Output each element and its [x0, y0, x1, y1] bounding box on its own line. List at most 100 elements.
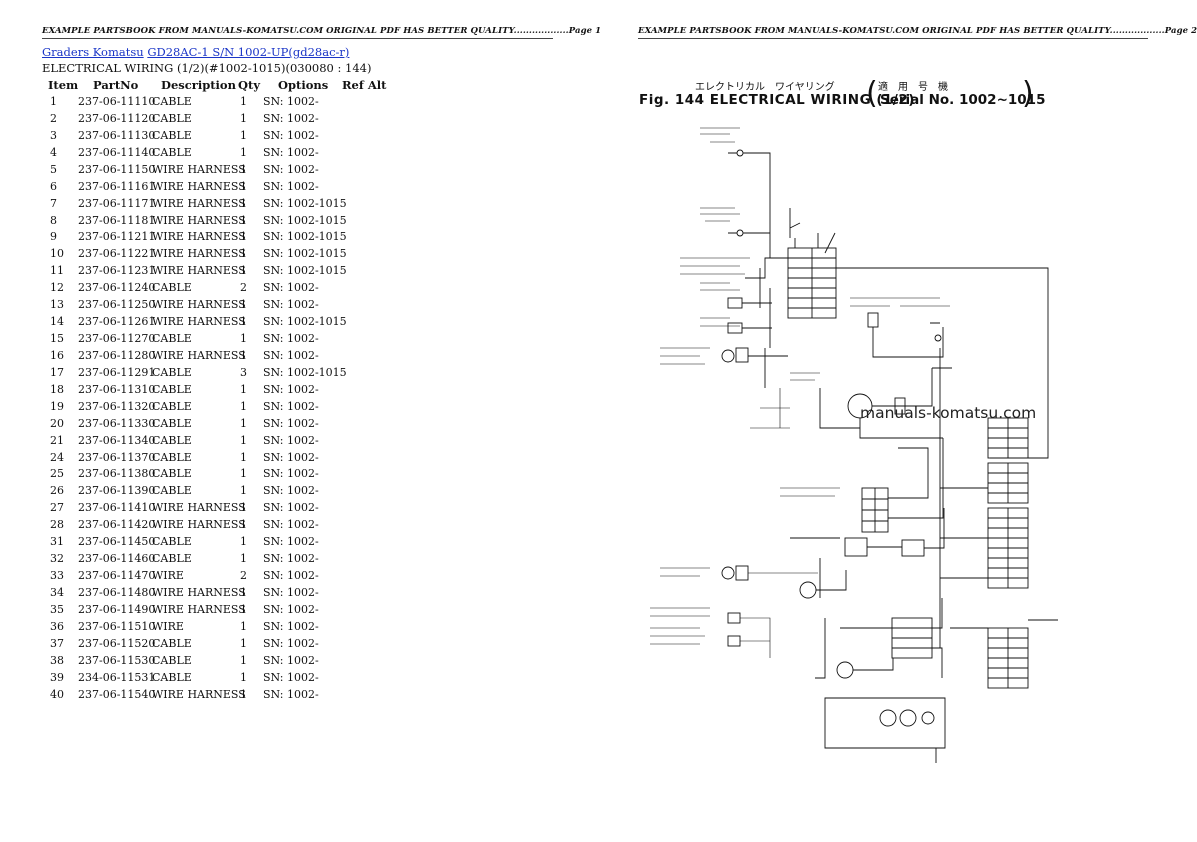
cell-description: CABLE — [152, 552, 192, 566]
cell-qty: 1 — [240, 518, 247, 532]
cell-item: 20 — [50, 416, 64, 430]
cell-item: 17 — [50, 365, 64, 379]
cell-partno: 237-06-11530 — [78, 653, 156, 667]
figure-title-japanese: エレクトリカル ワイヤリング — [695, 82, 835, 93]
working-lamp-top — [700, 127, 771, 258]
cell-description: CABLE — [152, 332, 192, 346]
cell-description: CABLE — [152, 670, 192, 684]
cell-partno: 237-06-11231 — [78, 264, 156, 278]
cell-partno: 237-06-11250 — [78, 298, 156, 312]
cell-partno: 237-06-11310 — [78, 382, 156, 396]
cell-qty: 1 — [240, 602, 247, 616]
cell-qty: 1 — [240, 585, 247, 599]
cell-partno: 237-06-11171 — [78, 196, 156, 210]
cell-partno: 237-06-11161 — [78, 179, 156, 193]
cell-description: CABLE — [152, 450, 192, 464]
col-header-partno: PartNo — [93, 78, 139, 92]
cell-qty: 1 — [240, 552, 247, 566]
cell-description: CABLE — [152, 382, 192, 396]
cell-options: SN: 1002-1015 — [263, 196, 347, 210]
cell-options: SN: 1002- — [263, 467, 319, 481]
cell-qty: 1 — [240, 450, 247, 464]
cell-item: 19 — [50, 399, 64, 413]
cell-options: SN: 1002-1015 — [263, 213, 347, 227]
cell-partno: 237-06-11150 — [78, 162, 156, 176]
cell-description: WIRE HARNESS — [152, 162, 246, 176]
cell-options: SN: 1002- — [263, 602, 319, 616]
cell-options: SN: 1002-1015 — [263, 264, 347, 278]
cell-description: WIRE HARNESS — [152, 585, 246, 599]
cell-partno: 237-06-11490 — [78, 602, 156, 616]
connector-strip-right — [940, 417, 1058, 689]
cell-description: WIRE — [152, 569, 184, 583]
cell-options: SN: 1002- — [263, 619, 319, 633]
cell-partno: 237-06-11420 — [78, 518, 156, 532]
cell-partno: 237-06-11110 — [78, 95, 156, 108]
cell-description: WIRE HARNESS — [152, 247, 246, 261]
cell-item: 18 — [50, 382, 64, 396]
cell-description: WIRE HARNESS — [152, 602, 246, 616]
breadcrumb: Graders Komatsu GD28AC-1 S/N 1002-UP(gd2… — [42, 45, 349, 59]
cell-item: 16 — [50, 348, 64, 362]
cell-partno: 237-06-11540 — [78, 687, 156, 701]
cell-options: SN: 1002- — [263, 501, 319, 515]
cell-qty: 3 — [240, 365, 247, 379]
cell-qty: 1 — [240, 230, 247, 244]
cell-qty: 1 — [240, 213, 247, 227]
cell-description: CABLE — [152, 467, 192, 481]
cell-item: 2 — [50, 111, 57, 125]
cell-description: WIRE HARNESS — [152, 298, 246, 312]
cell-options: SN: 1002- — [263, 399, 319, 413]
cell-partno: 237-06-11380 — [78, 467, 156, 481]
cell-options: SN: 1002- — [263, 636, 319, 650]
cell-description: WIRE HARNESS — [152, 315, 246, 329]
cell-qty: 1 — [240, 416, 247, 430]
cell-options: SN: 1002- — [263, 585, 319, 599]
cell-qty: 2 — [240, 569, 247, 583]
col-header-item: Item — [48, 78, 79, 92]
cell-qty: 1 — [240, 348, 247, 362]
cell-options: SN: 1002- — [263, 332, 319, 346]
cell-qty: 1 — [240, 619, 247, 633]
cell-partno: 237-06-11390 — [78, 484, 156, 498]
cell-item: 35 — [50, 602, 64, 616]
breadcrumb-link-graders[interactable]: Graders Komatsu — [42, 45, 144, 59]
cell-options: SN: 1002-1015 — [263, 365, 347, 379]
cell-item: 36 — [50, 619, 64, 633]
cell-options: SN: 1002- — [263, 433, 319, 447]
cell-description: WIRE — [152, 619, 184, 633]
cell-description: CABLE — [152, 281, 192, 295]
cell-partno: 237-06-11140 — [78, 145, 156, 159]
cell-qty: 1 — [240, 433, 247, 447]
cell-partno: 237-06-11181 — [78, 213, 156, 227]
cell-options: SN: 1002- — [263, 670, 319, 684]
cell-description: WIRE HARNESS — [152, 687, 246, 701]
head-lamp-lower — [660, 565, 847, 599]
cell-qty: 1 — [240, 636, 247, 650]
cell-qty: 1 — [240, 535, 247, 549]
cell-item: 11 — [50, 264, 64, 278]
cell-options: SN: 1002-1015 — [263, 247, 347, 261]
cell-options: SN: 1002- — [263, 128, 319, 142]
col-header-options: Options — [278, 78, 329, 92]
horn-area — [750, 367, 952, 439]
col-header-description: Description — [161, 78, 236, 92]
cell-item: 12 — [50, 281, 64, 295]
page-header-left: EXAMPLE PARTSBOOK FROM MANUALS-KOMATSU.C… — [42, 26, 601, 39]
cell-partno: 237-06-11270 — [78, 332, 156, 346]
breadcrumb-link-model[interactable]: GD28AC-1 S/N 1002-UP(gd28ac-r) — [147, 45, 350, 59]
cell-options: SN: 1002- — [263, 179, 319, 193]
